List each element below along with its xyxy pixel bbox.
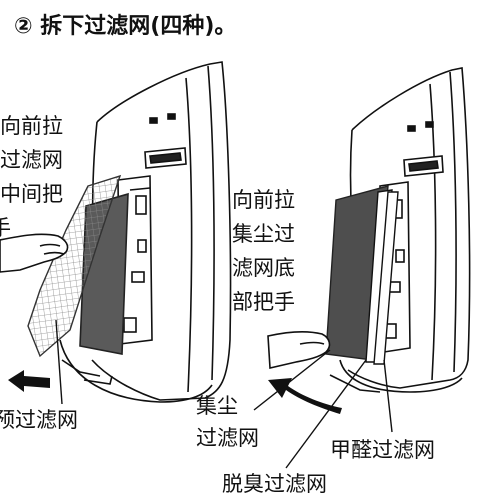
curved-arrow-icon bbox=[268, 378, 342, 414]
arrow-left-icon bbox=[8, 370, 50, 392]
right-callout-line-1: 向前拉 bbox=[232, 188, 295, 212]
pre-filter-label: 预过滤网 bbox=[0, 408, 78, 432]
deodorizing-filter-label: 脱臭过滤网 bbox=[222, 472, 327, 496]
right-hand-drawing bbox=[267, 331, 331, 369]
right-callout-line-2: 集尘过 bbox=[232, 222, 295, 246]
left-callout-line-1: 向前拉 bbox=[0, 114, 63, 138]
left-callout-line-4: 手 bbox=[0, 216, 11, 240]
right-callout-line-3: 滤网底 bbox=[232, 256, 295, 280]
left-callout-line-3: 中间把 bbox=[0, 182, 63, 206]
left-callout-line-2: 过滤网 bbox=[0, 148, 63, 172]
left-hand-drawing bbox=[0, 233, 69, 273]
pre-filter-leader bbox=[55, 319, 63, 405]
right-leaders bbox=[253, 349, 393, 469]
dust-filter-label-line-2: 过滤网 bbox=[196, 426, 259, 450]
left-purifier bbox=[59, 61, 232, 403]
right-callout-line-4: 部把手 bbox=[232, 290, 295, 314]
dust-filter-label-line-1: 集尘 bbox=[196, 394, 238, 418]
formaldehyde-filter-label: 甲醛过滤网 bbox=[330, 438, 435, 462]
right-filters bbox=[325, 185, 399, 365]
step-title: ② 拆下过滤网(四种)。 bbox=[14, 14, 237, 39]
